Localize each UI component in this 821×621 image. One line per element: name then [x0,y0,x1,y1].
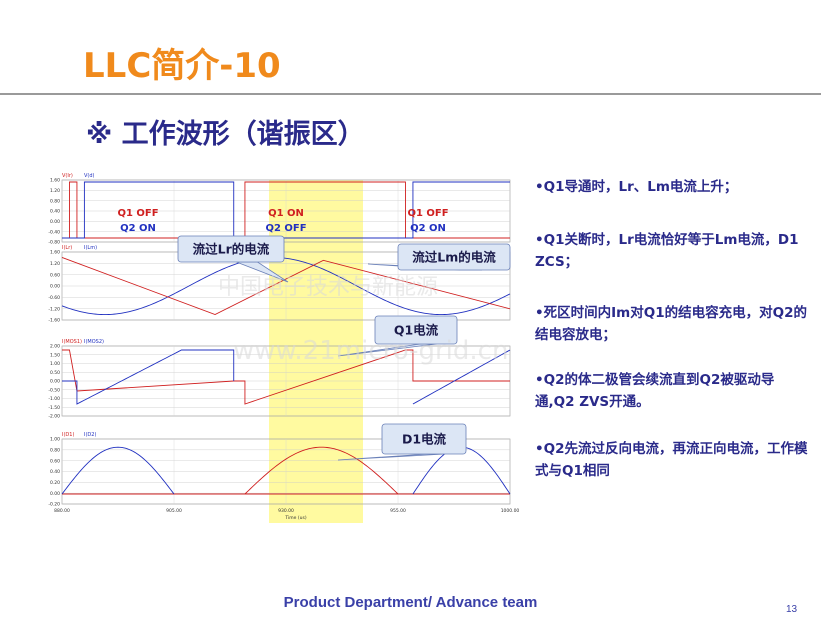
series-q1-current [62,349,510,405]
y-tick-label: 0.00 [50,491,60,497]
y-tick-label: 0.20 [50,480,60,486]
series-q2-current-2 [412,349,511,405]
y-tick-label: 1.00 [50,437,60,443]
legend-series-2: I(D2) [84,432,96,438]
y-tick-label: -0.50 [48,387,60,393]
chart-panel-2: I(Lr) I(Lm) 1.60 1.20 0.60 0.00 -0.60 -1.20 -1.6… [48,245,511,324]
y-tick-label: 1.50 [50,352,60,358]
y-tick-label: 0.60 [50,272,60,278]
legend-series-2: V(d) [84,173,95,179]
state-label-q2: Q2 ON [120,223,156,234]
callout-text: Q1电流 [394,323,439,338]
callout-box [177,235,285,263]
callout-box [397,243,511,271]
y-tick-label: 0.40 [50,209,60,215]
y-tick-label: -1.00 [48,396,60,402]
y-tick-label: -1.50 [48,405,60,411]
callout-text: D1电流 [402,432,447,447]
y-tick-label: -1.60 [48,318,60,324]
x-tick-label: 905.00 [166,508,182,514]
y-tick-label: 0.80 [50,447,60,453]
legend-series-1: I(MOS1) [62,339,82,345]
callout-lr-current: 流过Lr的电流 [177,235,289,283]
series-q1-gate [62,181,510,239]
x-tick-label: 1000.00 [501,508,520,514]
slide-title: LLC简介-10 [83,46,281,86]
slide-subtitle: ※ 工作波形（谐振区） [86,119,365,150]
x-tick-label: 955.00 [390,508,406,514]
series-lm-current [61,257,511,316]
waveform-chart: V(Ir)V(d)1.601.200.800.400.00-0.40-0.80I… [48,173,519,523]
callout-d1-current: D1电流 [337,423,467,461]
state-label-q2: Q2 OFF [265,223,306,234]
chart-panel-3: I(MOS1)I(MOS2) 2.00 1.50 1.00 0.50 0.00 -0.50 -… [48,339,511,420]
y-tick-label: 0.00 [50,284,60,290]
y-tick-label: 2.00 [50,344,60,350]
series-q2-current [62,349,235,405]
callout-lm-current: 流过Lm的电流 [367,243,511,271]
footer-team: Product Department/ Advance team [283,594,538,611]
x-tick-label: 880.00 [54,508,70,514]
legend-series-2: I(Lm) [84,245,97,251]
y-tick-label: -0.60 [48,295,60,301]
y-tick-label: 0.60 [50,458,60,464]
bullet-2: •Q1关断时，Lr电流恰好等于Lm电流，D1 ZCS； [535,232,799,270]
y-tick-label: 0.80 [50,198,60,204]
callout-q1-current: Q1电流 [337,315,458,357]
chart-panel-1: V(Ir) V(d) 1.60 1.20 0.80 0.40 0.00 -0.40 -0.80 [48,173,511,246]
y-tick-label: -2.00 [48,414,60,420]
series-lr-current [61,256,511,316]
y-tick-label: -0.80 [48,240,60,246]
y-tick-label: 1.60 [50,178,60,184]
series-q2-gate [62,181,510,239]
legend-series-2: I(MOS2) [84,339,104,345]
state-label-q1: Q1 OFF [407,208,448,219]
bullet-4: •Q2的体二极管会续流直到Q2被驱动导通,Q2 ZVS开通。 [535,372,775,410]
legend-series-1: V(Ir) [62,173,73,179]
state-label-q1: Q1 ON [268,208,304,219]
y-tick-label: 0.00 [50,219,60,225]
y-tick-label: 1.20 [50,188,60,194]
y-tick-label: 1.60 [50,250,60,256]
y-tick-label: 1.00 [50,361,60,367]
bullet-1: •Q1导通时，Lr、Lm电流上升； [535,179,738,195]
watermark-text-cn: 中国电子技术与新能源 [218,275,438,300]
state-label-q1: Q1 OFF [117,208,158,219]
legend-series-1: I(D1) [62,432,74,438]
y-tick-label: -0.20 [48,502,60,508]
callout-box [381,423,467,455]
title-divider [0,93,821,95]
resonant-region-highlight [269,180,363,523]
watermark-text-url: www.21micro-grid.cn [233,336,508,366]
y-tick-label: -1.20 [48,306,60,312]
y-tick-label: 0.00 [50,379,60,385]
chart-panel-4: I(D1) I(D2) 1.00 0.80 0.60 0.40 0.20 0.00 -0.20 [48,432,511,508]
bullet-3: •死区时间内Im对Q1的结电容充电，对Q2的结电容放电； [535,305,807,343]
series-d1-current [244,446,399,495]
callout-text: 流过Lr的电流 [193,242,270,257]
x-axis-label: Time (us) [284,515,306,521]
callout-box [374,315,458,345]
y-tick-label: -0.40 [48,229,60,235]
legend-series-1: I(Lr) [62,245,72,251]
x-tick-label: 930.00 [278,508,294,514]
y-tick-label: 0.40 [50,469,60,475]
bullet-5: •Q2先流过反向电流，再流正向电流，工作模式与Q1相同 [535,441,808,479]
y-tick-label: 1.20 [50,261,60,267]
series-d2-current [61,446,175,495]
y-tick-label: 0.50 [50,370,60,376]
state-label-q2: Q2 ON [410,223,446,234]
callout-text: 流过Lm的电流 [412,250,496,265]
page-number: 13 [786,604,798,615]
